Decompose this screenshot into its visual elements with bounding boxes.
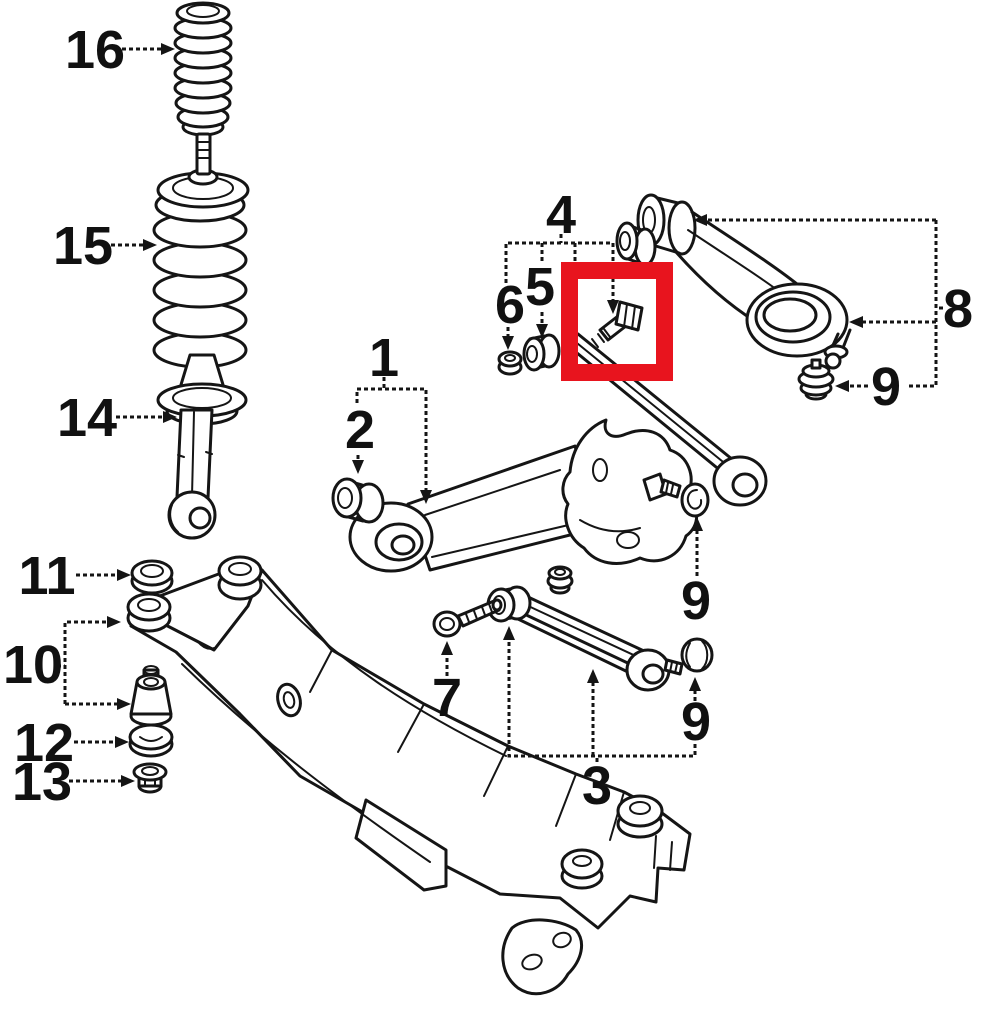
arrowhead-part-5 [536,324,548,338]
subframe-foot [501,918,584,996]
part-label-1: 1 [369,328,399,388]
arrowhead-part-14 [163,411,177,423]
part-label-2: 2 [345,400,375,460]
bolt-4-drawing [591,300,644,348]
part-label-3: 3 [582,756,612,816]
arrowhead-part-3 [587,669,599,683]
leader-line-part-10 [63,620,110,704]
nut-part-6 [497,350,523,376]
part-label-5: 5 [525,257,555,317]
part-label-9: 9 [681,571,711,631]
dust-boot-drawing [173,1,233,137]
knuckle-stud-bolt [642,472,682,502]
short-link-drawing [486,565,684,692]
part-label-7: 7 [432,668,462,728]
part-label-10: 10 [3,635,63,695]
arrowhead-part-7 [441,641,453,655]
subframe-front-boss [126,592,172,633]
leader-line-part-8 [908,220,938,388]
highlight-box [561,262,673,381]
part-label-8: 8 [943,279,973,339]
trailing-arm-drawing [348,444,600,573]
part-label-15: 15 [53,216,113,276]
subframe-right-eyes [560,794,673,890]
part-label-16: 16 [65,20,125,80]
part-label-12: 12 [14,713,74,773]
arrowhead-part-3 [503,626,515,640]
knuckle-drawing [561,418,699,565]
part-label-6: 6 [495,275,525,335]
leader-line-part-3 [507,637,697,758]
bolt-7-drawing [432,598,503,638]
arrowhead-part-9 [835,380,849,392]
grommet-9-link [680,637,714,673]
arrowhead-part-6 [502,336,514,350]
arrowhead-part-8 [693,214,707,226]
upper-arm-drawing [615,193,852,401]
part-label-14: 14 [57,388,117,448]
nut-part-13 [132,762,168,794]
upper-arm-collar [615,221,657,267]
arrowhead-part-9 [689,677,701,691]
arrowhead-part-12 [115,736,129,748]
bushing-part-2 [331,477,385,524]
part-label-11: 11 [18,546,75,606]
arrowhead-part-13 [121,775,135,787]
leader-line-part-1 [355,387,428,493]
part-label-9: 9 [681,692,711,752]
part-label-9: 9 [871,357,901,417]
arrowhead-part-8 [849,316,863,328]
arrowhead-part-16 [161,43,175,55]
washer-part-12 [128,723,174,758]
subframe-rear-boss [217,555,263,601]
subframe-drawing [126,555,692,996]
lateral-rod-eye [712,455,768,507]
ball-joint-boot [797,358,835,401]
arrowhead-part-15 [143,239,157,251]
arrowhead-part-2 [352,460,364,474]
arrowhead-part-9 [691,517,703,531]
subframe-panel [354,798,448,892]
arrowhead-part-4 [607,300,619,314]
bushing-part-5 [522,333,561,372]
part-label-13: 13 [12,752,72,812]
ball-joint [823,328,852,370]
link-nut [546,565,574,595]
washer-part-11 [130,559,174,595]
part-label-4: 4 [546,185,576,245]
arrowhead-part-10 [107,616,121,628]
grommet-9-knuckle [680,482,710,518]
arrowhead-part-1 [420,490,432,504]
coil-spring-drawing [152,132,250,426]
arrowhead-part-10 [117,698,131,710]
spring-stud [195,132,212,176]
arrowhead-part-11 [117,569,131,581]
shock-absorber-drawing [167,408,217,540]
cone-bushing-part-10 [129,665,173,727]
